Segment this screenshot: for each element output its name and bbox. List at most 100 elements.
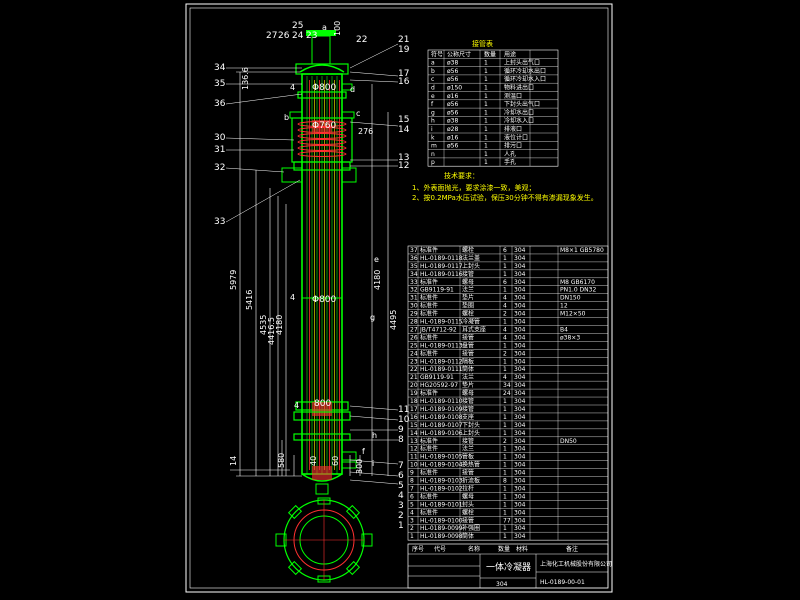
bom-cell: 1 — [503, 485, 507, 492]
bom-header-code: 代号 — [434, 545, 446, 553]
bom-cell: 1 — [503, 398, 507, 405]
bom-cell: 垫圈 — [462, 302, 474, 310]
dim-300: 300 — [355, 459, 364, 474]
bom-cell: 接管 — [462, 349, 474, 357]
bom-cell: 304 — [514, 295, 526, 302]
bom-cell: 法兰 — [462, 373, 474, 381]
nozzle-table-cell: 循环冷却水入口 — [504, 75, 546, 83]
nozzle-table-cell: 排污口 — [504, 142, 522, 150]
note-1: 1、外表面抛光，要求涂漆一致，美观； — [412, 183, 535, 192]
bom-cell: 10 — [410, 462, 418, 469]
bom-cell: B4 — [560, 326, 568, 333]
bom-cell: 1 — [503, 533, 507, 540]
bom-cell: 12 — [560, 303, 568, 310]
dim-5979: 5979 — [229, 270, 238, 290]
nozzle-table-cell: ø16 — [447, 93, 458, 100]
callout-10: 10 — [398, 415, 410, 425]
bom-cell: 21 — [410, 374, 418, 381]
bom-cell: 1 — [503, 287, 507, 294]
bom-cell: 标准件 — [420, 389, 438, 397]
bom-cell: 标准件 — [420, 492, 438, 500]
callout-34: 34 — [214, 63, 226, 73]
nozzle-table-cell: ø56 — [447, 68, 458, 75]
bom-cell: 9 — [410, 470, 414, 477]
nozzle-table-cell: 1 — [484, 159, 488, 166]
bom-cell: 304 — [514, 438, 526, 445]
bom-cell: 标准件 — [420, 445, 438, 453]
nozzle-table-cell: 循环冷却水出口 — [504, 67, 546, 75]
bom-cell: 接管 — [462, 270, 474, 278]
bom-cell: 304 — [514, 470, 526, 477]
bom-cell: 8 — [503, 478, 507, 485]
bom-frame — [407, 245, 609, 541]
bom-cell: 1 — [503, 462, 507, 469]
top-cap — [306, 30, 336, 36]
nozzle-table-cell: ø16 — [447, 134, 458, 141]
bom-cell: 1 — [410, 533, 414, 540]
bom-cell: DN150 — [560, 295, 581, 302]
bom-cell: 螺栓 — [462, 246, 474, 254]
bom-cell: 2 — [503, 350, 507, 357]
nozzle-e: e — [374, 255, 379, 264]
bom-cell: 1 — [503, 406, 507, 413]
company-name: 上海化工机械股份有限公司 — [540, 560, 612, 568]
dim-4b: 4 — [290, 293, 295, 302]
title-block: 序号 代号 名称 数量 材料 备注 上海化工机械股份有限公司 一体冷凝器 304… — [407, 543, 612, 589]
bom-cell: 304 — [514, 509, 526, 516]
dia-lower: Φ800 — [312, 295, 337, 305]
bom-cell: 标准件 — [420, 508, 438, 516]
nozzle-table-cell: ø56 — [447, 143, 458, 150]
top-head — [299, 64, 345, 73]
bom-cell: 3 — [410, 517, 414, 524]
bom-cell: 封头 — [462, 500, 474, 508]
dim-60: 60 — [331, 456, 340, 466]
plan-view — [275, 497, 373, 583]
callout-22: 22 — [356, 35, 367, 45]
bom-cell: 304 — [514, 446, 526, 453]
lug-support-right — [341, 167, 357, 183]
bom-cell: 77 — [503, 517, 511, 524]
bom-cell: 隔板 — [462, 357, 474, 365]
nozzle-c: c — [356, 109, 360, 118]
callout-26: 26 — [278, 31, 290, 41]
callout-24: 24 — [292, 31, 304, 41]
bom-cell: 1 — [503, 366, 507, 373]
bom-cell: 标准件 — [420, 333, 438, 341]
nozzle-table-cell: p — [431, 159, 435, 166]
bom-cell: 折流板 — [462, 477, 480, 485]
bom-cell: 1 — [503, 493, 507, 500]
bom-cell: 螺母 — [462, 492, 474, 500]
bom-cell: 上封头 — [462, 262, 480, 270]
bom-cell: 4 — [503, 303, 507, 310]
bom-cell: 接管 — [462, 333, 474, 341]
bom-cell: 标准件 — [420, 246, 438, 254]
bom-cell: 304 — [514, 382, 526, 389]
callout-13: 13 — [398, 153, 409, 163]
bom-cell: 304 — [514, 414, 526, 421]
bom-cell: 标准件 — [420, 310, 438, 318]
leader-lines — [225, 43, 399, 485]
nozzle-table-cell: 1 — [484, 76, 488, 83]
bom-cell: 304 — [514, 422, 526, 429]
nozzle-table-cell: 冷却水出口 — [504, 108, 534, 116]
bom-cell: 补强圈 — [462, 524, 480, 532]
nozzle-table-cell: 1 — [484, 143, 488, 150]
bom-cell: 304 — [514, 454, 526, 461]
bom-cell: HL-0189-0103 — [420, 478, 463, 485]
callout-32: 32 — [214, 163, 225, 173]
dim-4180-left: 4180 — [275, 315, 284, 335]
bom-cell: 24 — [503, 390, 511, 397]
bom-cell: HL-0189-0112 — [420, 358, 463, 365]
callout-6: 6 — [398, 471, 404, 481]
bom-cell: 32 — [410, 287, 418, 294]
dimension-lines — [230, 71, 389, 477]
callout-1: 1 — [398, 521, 404, 531]
lug-support-left — [281, 167, 303, 183]
bom-cell: 35 — [410, 263, 418, 270]
bom-cell: 接管 — [462, 469, 474, 477]
bom-cell: 7 — [410, 485, 414, 492]
bom-header-note: 备注 — [566, 545, 578, 553]
bom-cell: 304 — [514, 493, 526, 500]
bom-header-mat: 材料 — [516, 545, 528, 553]
